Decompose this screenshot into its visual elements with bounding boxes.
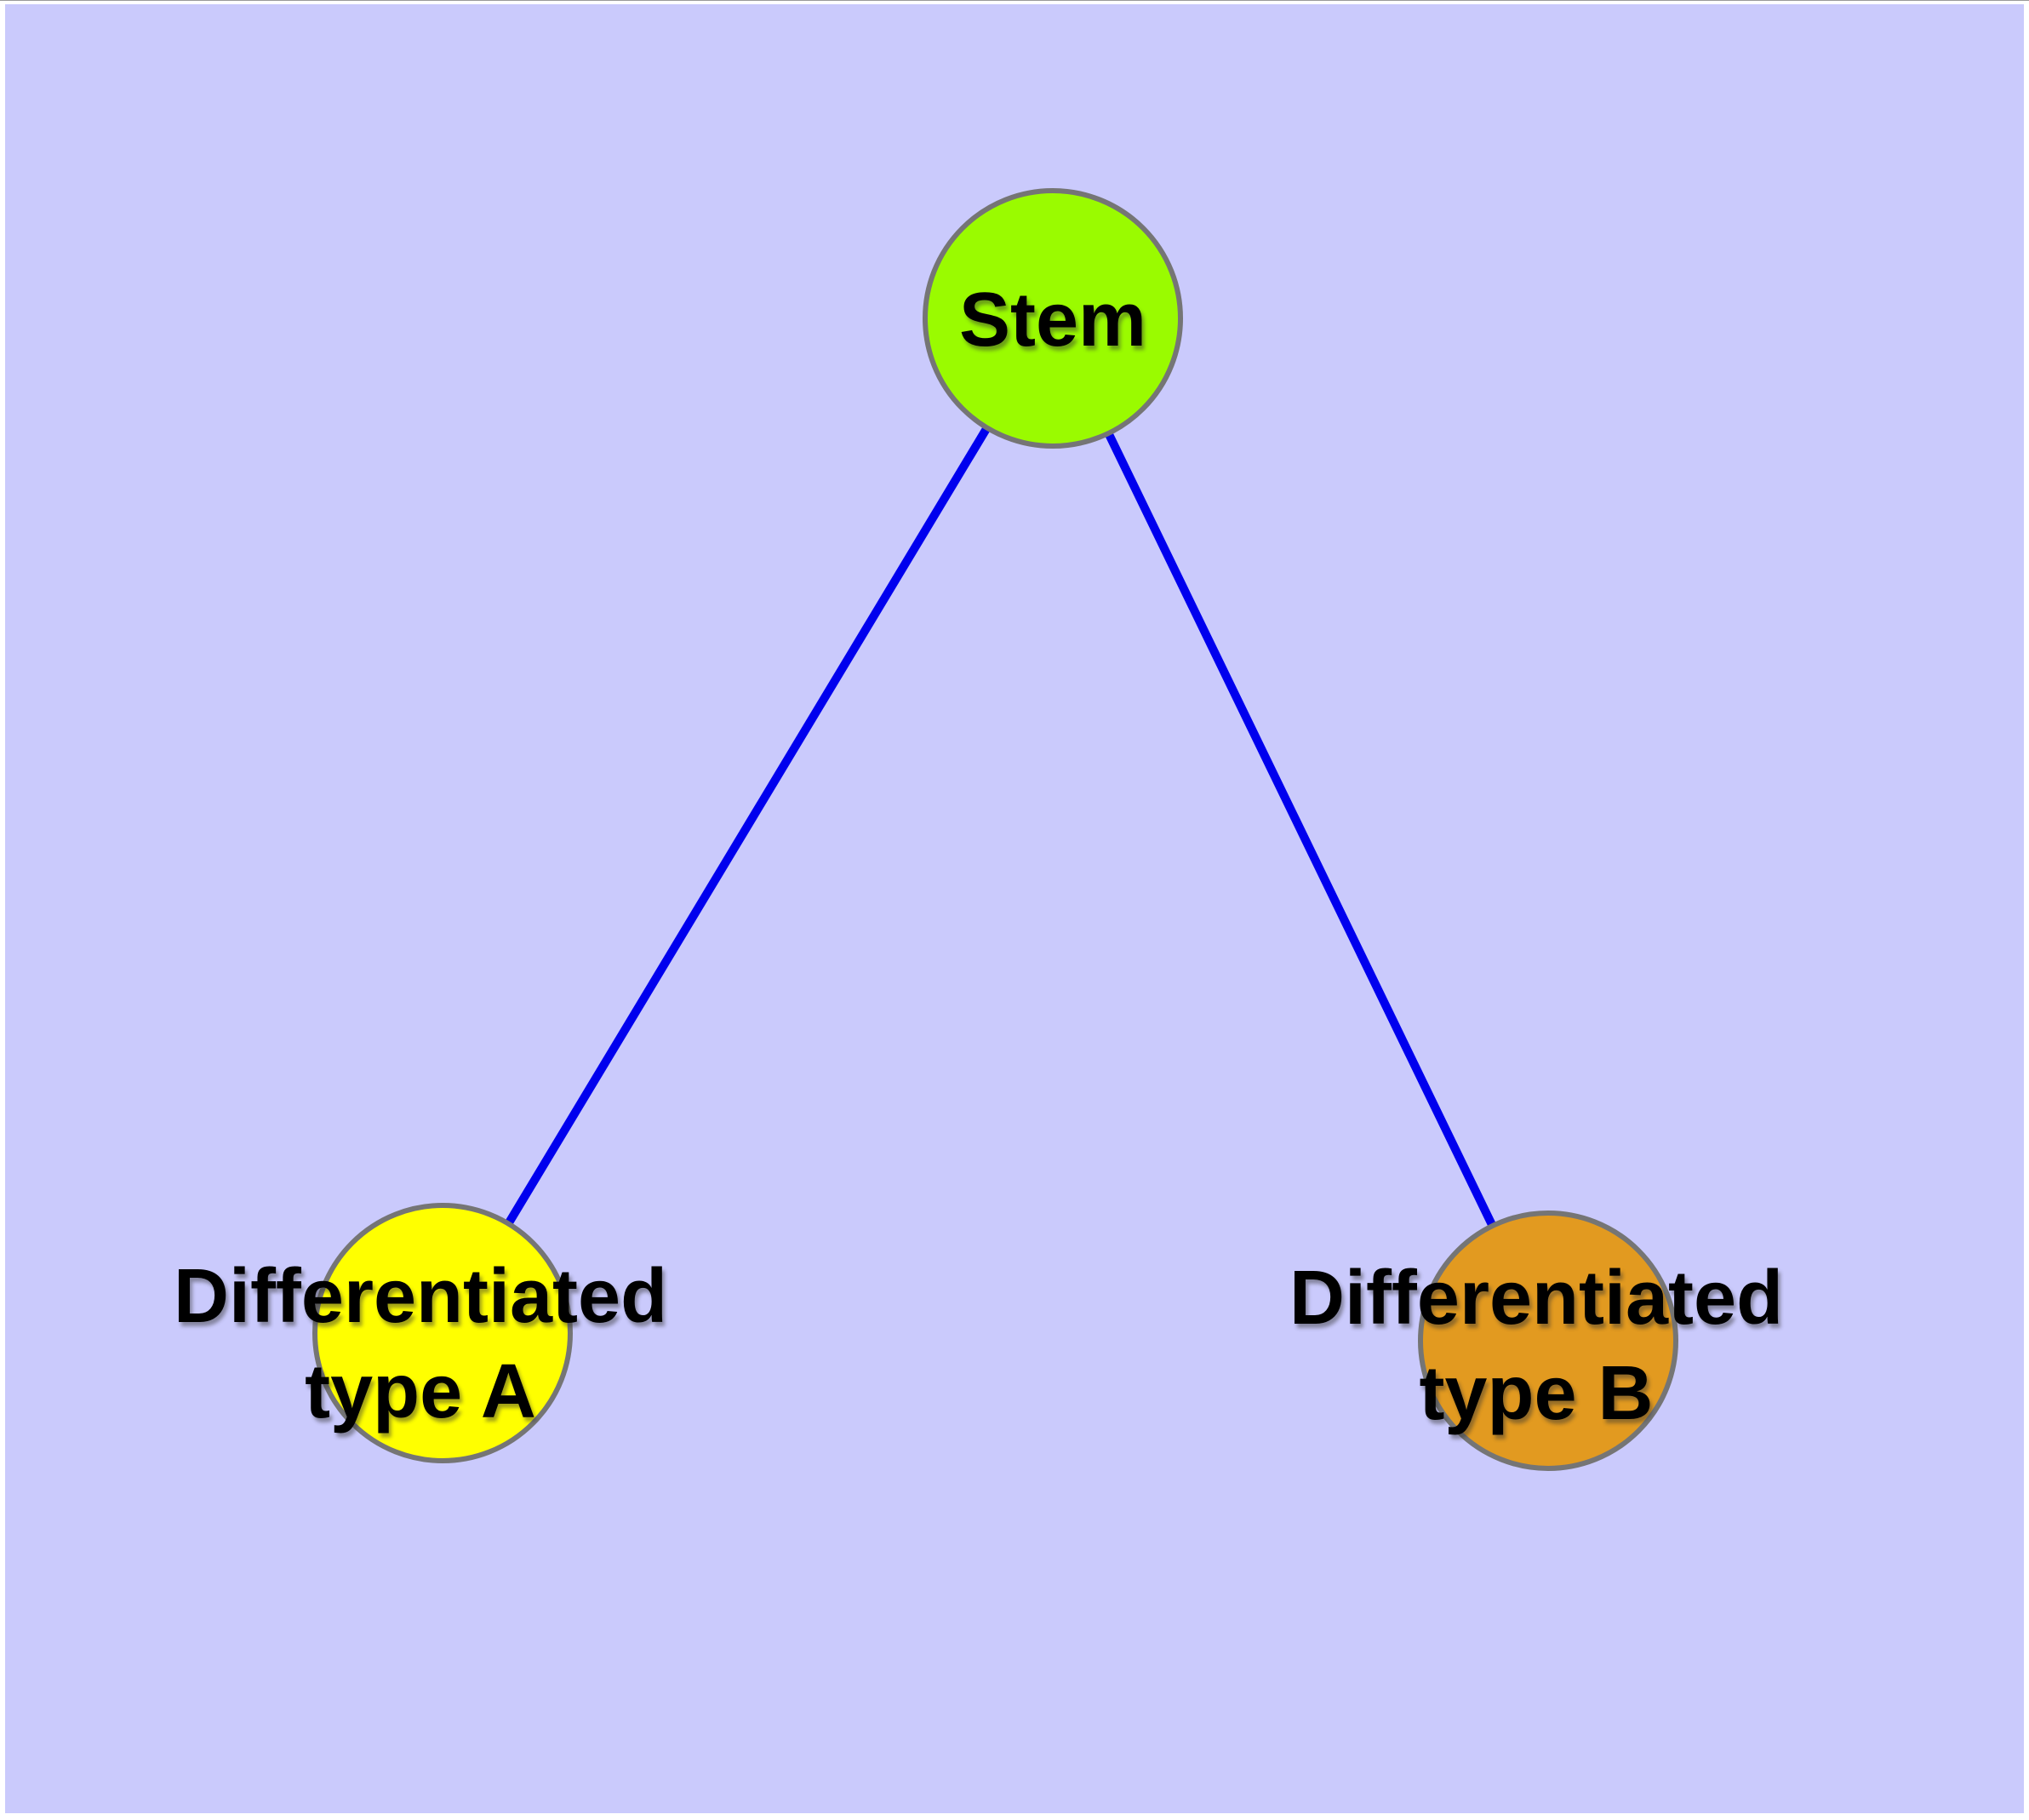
type-a-label-line1: Differentiated: [173, 1254, 668, 1339]
differentiated-type-a-label: Differentiated type A: [174, 1249, 667, 1439]
edge-stem-to-type-b: [1049, 316, 1552, 1343]
edge-stem-to-type-a: [438, 316, 1057, 1336]
diagram-canvas: Stem Differentiated type A Differentiate…: [5, 4, 2024, 1813]
stem-label-text: Stem: [958, 278, 1147, 363]
stem-node-label: Stem: [959, 272, 1146, 368]
differentiated-type-b-node: [1418, 1210, 1678, 1471]
stem-node: [923, 188, 1183, 449]
type-b-label-line1: Differentiated: [1289, 1256, 1784, 1341]
type-b-label-line2: type B: [1419, 1351, 1654, 1436]
differentiated-type-b-label: Differentiated type B: [1289, 1251, 1783, 1441]
differentiated-type-a-node: [312, 1203, 573, 1463]
type-a-label-line2: type A: [305, 1349, 536, 1434]
